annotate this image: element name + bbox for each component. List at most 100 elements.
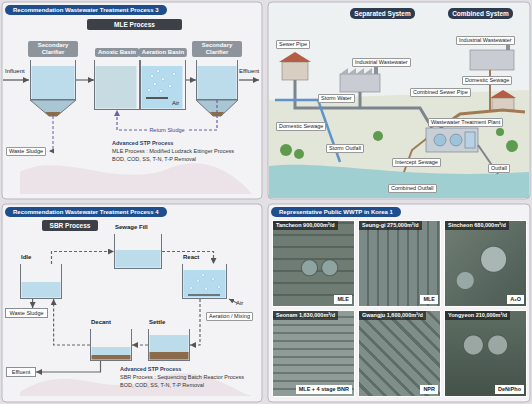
- plant-caption: Seung-gi 275,000m³/d: [359, 221, 422, 230]
- system-tag: Combined System: [448, 8, 513, 19]
- flow-arrow: [76, 79, 94, 80]
- panel-ground: [268, 204, 530, 402]
- process-title-text: MLE Process: [114, 21, 155, 28]
- scene-label: Combined Outfall: [388, 184, 437, 193]
- plant-caption: Gwangju 1,600,000m³/d: [359, 311, 426, 320]
- flow-arrow: [132, 344, 148, 345]
- panel-ground: [2, 2, 262, 199]
- house: [492, 98, 514, 110]
- scene-label: Industrial Wastewater: [352, 58, 411, 67]
- anoxic-basin: Anoxic Basin: [94, 60, 140, 110]
- air-label: Air: [236, 300, 243, 307]
- scene-label: Combined Sewer Pipe: [410, 88, 471, 97]
- plant-photo: Gwangju 1,600,000m³/dNPR: [358, 310, 441, 397]
- water: [116, 250, 161, 268]
- plant-panel: Representative Public WWTP in Korea 1 Tan…: [268, 204, 530, 402]
- sludge: [45, 112, 61, 116]
- note-text: BOD, COD, SS, T-N, T-P Removal: [112, 156, 196, 163]
- process-title-text: SBR Process: [50, 222, 91, 229]
- air-arrow: [229, 299, 237, 303]
- plant-photo: Seonam 1,630,000m³/dMLE + 4 stage BNR: [272, 310, 355, 397]
- react-tank: React: [182, 264, 227, 299]
- scene-label: Sewer Pipe: [276, 40, 310, 49]
- river: [269, 165, 529, 198]
- flow-arrow: [186, 79, 196, 80]
- plant-photo: Seung-gi 275,000m³/dMLE: [358, 220, 441, 307]
- tank-label: Settle: [149, 319, 165, 326]
- factory: [470, 50, 514, 70]
- tank-label: Secondary Clarifier: [28, 41, 78, 57]
- flow-arrow: [162, 252, 214, 265]
- storm-pipe: [275, 100, 340, 162]
- water: [142, 66, 183, 109]
- tank-label: Idle: [21, 254, 31, 261]
- scene-label: Wastewater Treatment Plant: [428, 118, 503, 127]
- panel-heading: Recommendation Wastewater Treatment Proc…: [5, 207, 167, 217]
- water: [96, 66, 137, 109]
- plant-caption: Sincheon 680,000m³/d: [445, 221, 509, 230]
- system-label: Combined System: [452, 10, 509, 17]
- tank-label: Sewage Fill: [115, 224, 148, 231]
- panel-heading: Recommendation Wastewater Treatment Proc…: [5, 5, 167, 15]
- scene-label: Storm Water: [318, 94, 355, 103]
- flow-label: Waste Sludge: [6, 147, 46, 156]
- water: [150, 335, 189, 360]
- bubbles: [148, 70, 176, 93]
- process-tag: NPR: [420, 385, 438, 394]
- output-box: Effluent: [6, 367, 36, 377]
- note-title: Advanced STP Process: [112, 140, 173, 147]
- process-title: MLE Process: [87, 19, 182, 30]
- water: [92, 347, 131, 360]
- effluent-arrow: [239, 79, 259, 80]
- note-text: MLE Process : Modified Ludzack Ettinger …: [112, 148, 234, 155]
- flow-arrow: [32, 299, 33, 308]
- process-tag: MLE: [334, 295, 352, 304]
- scene-label: Domestic Sewage: [276, 122, 326, 131]
- process-tag: A₂O: [507, 295, 524, 304]
- flow-arrow: [52, 252, 115, 265]
- plant-photo: Yongyeon 210,000m³/dDeNiPho: [444, 310, 527, 397]
- tank-label: React: [183, 254, 199, 261]
- plant-tank: [450, 134, 462, 146]
- fill-tank: Sewage Fill: [114, 234, 162, 269]
- air-label: Air: [172, 100, 179, 107]
- diffuser: [146, 97, 168, 99]
- idle-tank: Idle: [20, 264, 62, 299]
- scene-label: Industrial Wastewater: [456, 36, 515, 45]
- edge-label: Return Sludge: [147, 127, 186, 134]
- scene-label: Intercept Sewage: [392, 158, 441, 167]
- plant-photo: Tancheon 900,000m³/dMLE: [272, 220, 355, 307]
- process-panel: Recommendation Wastewater Treatment Proc…: [2, 204, 262, 402]
- panel-heading: Representative Public WWTP in Korea 1: [271, 207, 401, 217]
- flow-label: Effluent: [239, 68, 259, 75]
- note-text: SBR Process : Sequencing Batch Reactor P…: [120, 374, 244, 381]
- box-label: Waste Sludge: [9, 310, 43, 316]
- water: [32, 66, 75, 100]
- flow-label: Influent: [5, 68, 25, 75]
- decant-tank: Decant: [90, 329, 132, 361]
- system-tag: Separated System: [350, 8, 415, 19]
- process-tag: MLE: [420, 295, 438, 304]
- plant-caption: Seonam 1,630,000m³/d: [273, 311, 338, 320]
- process-tag: MLE + 4 stage BNR: [296, 385, 352, 394]
- flow-arrow: [36, 361, 101, 372]
- process-tag: DeNiPho: [495, 385, 524, 394]
- process-title: SBR Process: [42, 220, 98, 231]
- sludge: [92, 355, 131, 360]
- panel-ground: [268, 2, 530, 199]
- note-title: Advanced STP Process: [120, 366, 181, 373]
- bubbles: [190, 274, 221, 291]
- map-silhouette: [20, 163, 252, 194]
- flow-arrow: [190, 299, 200, 345]
- house-roof: [490, 90, 516, 98]
- tank-label: Secondary Clarifier: [192, 41, 242, 57]
- plant-tank: [434, 134, 446, 146]
- scene-label: Outfall: [488, 164, 510, 173]
- flow-arrow: [117, 100, 217, 130]
- plant-tank: [465, 132, 475, 148]
- clarifier-tank: Secondary Clarifier: [30, 60, 76, 100]
- factory-roof: [340, 68, 372, 74]
- process-panel: Recommendation Wastewater Treatment Proc…: [2, 2, 262, 199]
- tank-label: Decant: [91, 319, 111, 326]
